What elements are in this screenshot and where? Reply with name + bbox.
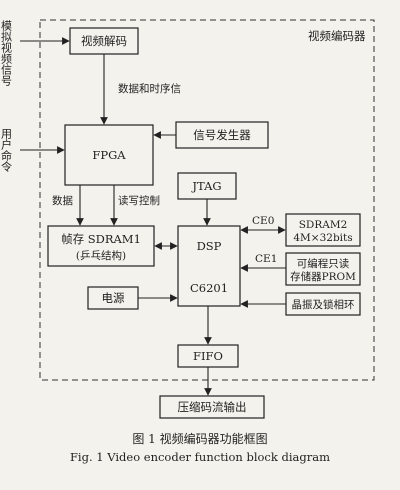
- crystal-pll-text: 晶振及锁相环: [292, 298, 355, 311]
- output-block: 压缩码流输出: [159, 395, 265, 419]
- edge-label-data-timing: 数据和时序信: [118, 82, 181, 95]
- power-block: 电源: [87, 286, 139, 310]
- output-text: 压缩码流输出: [178, 400, 247, 414]
- video-input-label: 模拟视频信号: [0, 20, 13, 87]
- edge-label-data: 数据: [52, 194, 73, 207]
- figure-caption-chinese: 图 1 视频编码器功能框图: [132, 432, 268, 446]
- user-command-label: 用户命令: [0, 128, 13, 173]
- dsp-text-2: C6201: [190, 281, 228, 295]
- signal-generator-text: 信号发生器: [193, 128, 251, 142]
- encoder-enclosure: [39, 19, 375, 381]
- dsp-block: DSP C6201: [177, 225, 241, 307]
- sdram1-text-1: 帧存 SDRAM1: [61, 232, 141, 246]
- figure-caption-english: Fig. 1 Video encoder function block diag…: [69, 450, 331, 464]
- jtag-text: JTAG: [191, 179, 221, 193]
- sdram1-text-2: (乒乓结构): [76, 249, 126, 262]
- sdram2-text-2: 4M×32bits: [293, 232, 352, 244]
- power-text: 电源: [102, 291, 125, 305]
- fifo-text: FIFO: [193, 349, 223, 363]
- enclosure-label: 视频编码器: [308, 29, 366, 43]
- sdram2-text-1: SDRAM2: [299, 219, 348, 231]
- prom-block: 可编程只读 存储器PROM: [285, 252, 361, 286]
- edge-label-rw-control: 读写控制: [118, 194, 160, 207]
- connectors: [20, 37, 286, 396]
- edge-label-ce0: CE0: [252, 215, 274, 227]
- fpga-text: FPGA: [92, 148, 126, 162]
- video-decode-block: 视频解码: [69, 27, 139, 55]
- jtag-block: JTAG: [177, 172, 237, 200]
- dsp-text-1: DSP: [197, 239, 222, 253]
- video-decode-text: 视频解码: [81, 34, 127, 48]
- fpga-block: FPGA: [64, 124, 154, 186]
- crystal-pll-block: 晶振及锁相环: [285, 292, 361, 316]
- prom-text-2: 存储器PROM: [290, 270, 356, 283]
- sdram2-block: SDRAM2 4M×32bits: [285, 213, 361, 247]
- sdram1-block: 帧存 SDRAM1 (乒乓结构): [47, 225, 155, 267]
- block-diagram: 视频编码器 模拟视频信号 用户命令 视频解码 FPGA 信号发生器 JTAG 帧…: [0, 19, 375, 419]
- fifo-block: FIFO: [177, 344, 239, 368]
- prom-text-1: 可编程只读: [297, 257, 350, 270]
- signal-generator-block: 信号发生器: [175, 121, 269, 149]
- edge-label-ce1: CE1: [255, 253, 277, 265]
